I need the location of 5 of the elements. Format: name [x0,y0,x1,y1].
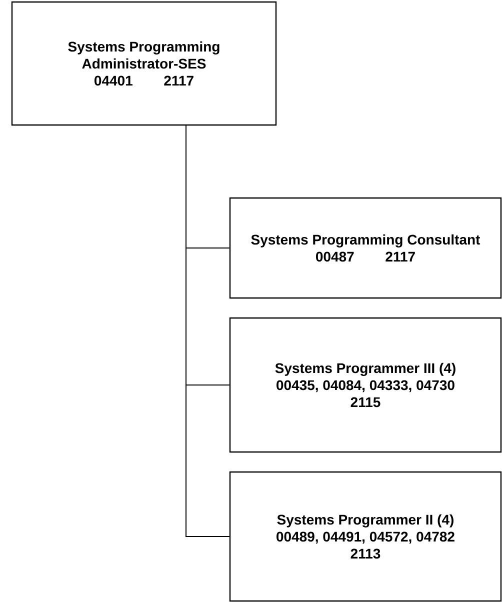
position-box: Systems Programming Consultant 00487 2117 [229,197,502,299]
connector-line [186,125,230,537]
position-box: Systems Programmer II (4) 00489, 04491, 04572, 04782 2113 [229,471,502,602]
position-box: Systems Programmer III (4) 00435, 04084, 04333, 04730 2115 [229,317,502,453]
position-box: Systems Programming Administrator-SES 04401 2117 [11,1,277,126]
